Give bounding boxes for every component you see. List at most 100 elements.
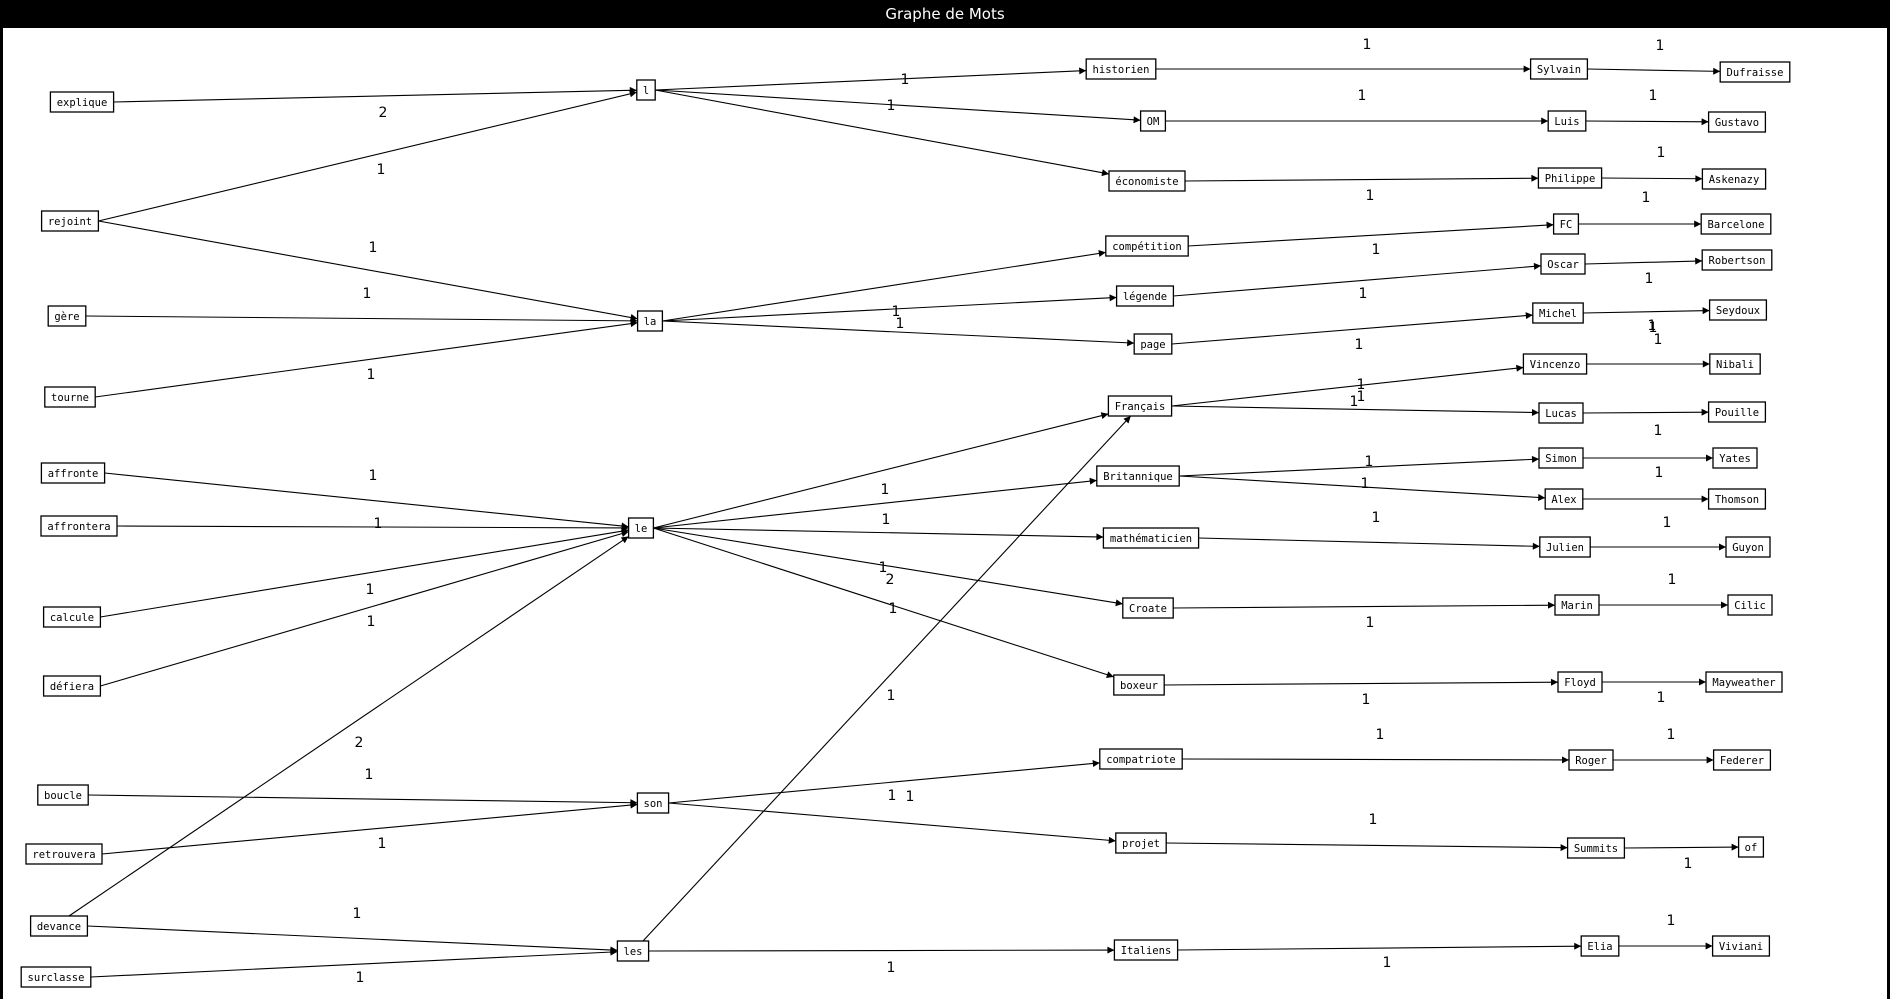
- node-retrouvera[interactable]: retrouvera: [25, 843, 103, 865]
- node-philippe[interactable]: Philippe: [1537, 167, 1603, 189]
- edge-weight-label: 1: [1362, 692, 1371, 708]
- node-barcelone[interactable]: Barcelone: [1700, 213, 1772, 235]
- node-box: [1099, 748, 1183, 770]
- node-michel[interactable]: Michel: [1532, 302, 1584, 324]
- node-label: explique: [57, 97, 108, 109]
- node-pouille[interactable]: Pouille: [1707, 401, 1767, 423]
- node-tourne[interactable]: tourne: [44, 386, 96, 408]
- node-economiste[interactable]: économiste: [1108, 170, 1186, 192]
- node-devance[interactable]: devance: [29, 915, 89, 937]
- edge-weight-label: 1: [1645, 271, 1654, 287]
- node-box: [636, 310, 664, 332]
- edge-rejoint-l: [98, 90, 637, 222]
- node-summits[interactable]: Summits: [1566, 837, 1626, 859]
- node-compatriote[interactable]: compatriote: [1099, 748, 1183, 770]
- node-guyon[interactable]: Guyon: [1725, 536, 1771, 558]
- edge-weight-label-extra: 1: [906, 789, 915, 805]
- edge-gere-la: [85, 315, 638, 325]
- node-label: Robertson: [1709, 255, 1766, 267]
- node-fc[interactable]: FC: [1552, 213, 1580, 235]
- edge-le-britannique: [653, 477, 1097, 529]
- edge-weight-label: 1: [1365, 454, 1374, 470]
- node-croate[interactable]: Croate: [1122, 597, 1174, 619]
- edge-weight-label-extra: 1: [1357, 389, 1366, 405]
- node-defiera[interactable]: défiera: [42, 675, 102, 697]
- node-box: [25, 843, 103, 865]
- node-label: Vincenzo: [1530, 359, 1581, 371]
- node-britannique[interactable]: Britannique: [1096, 465, 1180, 487]
- node-box: [1139, 110, 1167, 132]
- node-italiens[interactable]: Italiens: [1113, 939, 1179, 961]
- node-oscar[interactable]: Oscar: [1540, 253, 1586, 275]
- node-les[interactable]: les: [616, 940, 650, 962]
- node-lucas[interactable]: Lucas: [1538, 402, 1584, 424]
- node-federer[interactable]: Federer: [1712, 749, 1772, 771]
- node-l[interactable]: l: [636, 79, 656, 101]
- edge-oscar-robertson: [1584, 257, 1703, 265]
- edge-lucas-pouille: [1582, 408, 1709, 416]
- node-boucle[interactable]: boucle: [37, 784, 89, 806]
- node-label: l: [643, 85, 649, 97]
- node-cilic[interactable]: Cilic: [1727, 594, 1773, 616]
- node-mayweather[interactable]: Mayweather: [1705, 671, 1783, 693]
- node-historien[interactable]: historien: [1085, 58, 1157, 80]
- node-of[interactable]: of: [1737, 836, 1765, 858]
- node-floyd[interactable]: Floyd: [1557, 671, 1603, 693]
- edge-weight-label: 1: [1366, 615, 1375, 631]
- node-page[interactable]: page: [1133, 333, 1173, 355]
- node-gere[interactable]: gère: [47, 305, 87, 327]
- node-om[interactable]: OM: [1139, 110, 1167, 132]
- node-label: défiera: [50, 681, 94, 693]
- node-box: [1537, 167, 1603, 189]
- node-viviani[interactable]: Viviani: [1711, 935, 1771, 957]
- edge-weight-label: 1: [887, 688, 896, 704]
- node-vincenzo[interactable]: Vincenzo: [1522, 353, 1588, 375]
- node-boxeur[interactable]: boxeur: [1113, 674, 1165, 696]
- node-seydoux[interactable]: Seydoux: [1708, 299, 1768, 321]
- node-sylvain[interactable]: Sylvain: [1529, 58, 1589, 80]
- node-askenazy[interactable]: Askenazy: [1701, 168, 1767, 190]
- node-competition[interactable]: compétition: [1105, 235, 1189, 257]
- node-elia[interactable]: Elia: [1580, 935, 1620, 957]
- node-francais[interactable]: Français: [1107, 395, 1173, 417]
- node-affronte[interactable]: affronte: [40, 462, 106, 484]
- edge-britannique-simon: [1179, 455, 1540, 477]
- edge-l-historien: [655, 67, 1087, 91]
- edge-page-michel: [1171, 312, 1533, 345]
- edge-affronte-le: [104, 472, 629, 530]
- edge-retrouvera-son: [101, 801, 638, 855]
- node-dufraisse[interactable]: Dufraisse: [1719, 61, 1791, 83]
- node-rejoint[interactable]: rejoint: [40, 210, 100, 232]
- node-label: tourne: [51, 392, 89, 404]
- node-alex[interactable]: Alex: [1544, 488, 1584, 510]
- node-box: [1522, 353, 1588, 375]
- node-son[interactable]: son: [636, 792, 670, 814]
- node-calcule[interactable]: calcule: [42, 606, 102, 628]
- node-gustavo[interactable]: Gustavo: [1707, 111, 1767, 133]
- node-label: Askenazy: [1709, 174, 1760, 186]
- node-roger[interactable]: Roger: [1568, 749, 1614, 771]
- node-box: [1712, 447, 1758, 469]
- node-yates[interactable]: Yates: [1712, 447, 1758, 469]
- nodes-layer: explique rejoint gère tourne affronte affront…: [20, 58, 1791, 988]
- edge-sylvain-dufraisse: [1587, 67, 1721, 75]
- node-affrontera[interactable]: affrontera: [40, 515, 118, 537]
- node-projet[interactable]: projet: [1115, 832, 1167, 854]
- node-surclasse[interactable]: surclasse: [20, 966, 92, 988]
- node-thomson[interactable]: Thomson: [1707, 488, 1767, 510]
- node-box: [37, 784, 89, 806]
- node-explique[interactable]: explique: [49, 91, 115, 113]
- node-julien[interactable]: Julien: [1539, 536, 1591, 558]
- node-luis[interactable]: Luis: [1547, 110, 1587, 132]
- edge-economiste-philippe: [1184, 174, 1539, 182]
- node-mathematicien[interactable]: mathématicien: [1102, 527, 1200, 549]
- node-legende[interactable]: légende: [1115, 285, 1175, 307]
- node-label: Seydoux: [1716, 305, 1760, 317]
- node-la[interactable]: la: [636, 310, 664, 332]
- node-robertson[interactable]: Robertson: [1701, 249, 1773, 271]
- node-le[interactable]: le: [627, 517, 655, 539]
- node-marin[interactable]: Marin: [1554, 594, 1600, 616]
- edges-layer: [68, 65, 1739, 978]
- node-simon[interactable]: Simon: [1538, 447, 1584, 469]
- node-nibali[interactable]: Nibali: [1709, 353, 1761, 375]
